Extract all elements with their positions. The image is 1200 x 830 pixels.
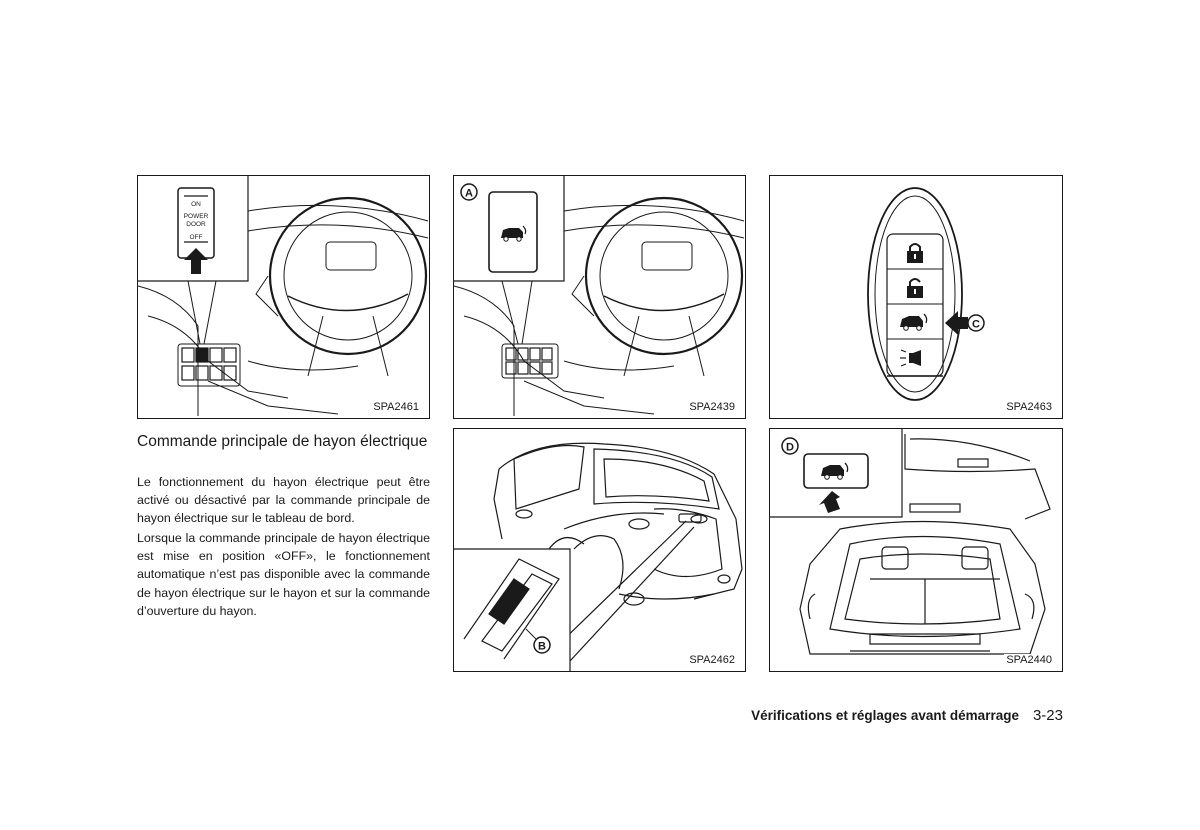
figure-liftgate-open: D SPA2440 — [769, 428, 1063, 672]
liftgate-icon — [900, 313, 928, 331]
diagonal-arrow-icon — [819, 491, 840, 513]
open-liftgate-illustration: D — [770, 429, 1051, 655]
paragraph-2: Lorsque la commande principale de hayon … — [137, 531, 430, 618]
figure-code: SPA2463 — [1004, 401, 1054, 413]
switch-label-name-1: POWER — [184, 213, 209, 220]
vehicle-rear-illustration: B — [454, 442, 743, 671]
figure-power-door-switch: ON POWER DOOR OFF SPA2461 — [137, 175, 430, 419]
key-fob-illustration: C — [867, 187, 985, 401]
paragraph-1: Le fonctionnement du hayon électrique pe… — [137, 475, 430, 526]
page-number: 3-23 — [1032, 707, 1063, 724]
figure-switch-location: A SPA2439 — [453, 175, 746, 419]
figure-code: SPA2439 — [687, 401, 737, 413]
liftgate-icon — [501, 225, 527, 242]
liftgate-icon — [821, 462, 849, 480]
unlock-icon — [907, 278, 923, 298]
panic-horn-icon — [900, 349, 921, 367]
figure-code: SPA2462 — [687, 654, 737, 666]
page-footer: Vérifications et réglages avant démarrag… — [751, 707, 1063, 724]
left-arrow-icon — [945, 311, 968, 335]
callout-d: D — [786, 442, 794, 454]
callout-c: C — [972, 319, 980, 331]
figure-code: SPA2461 — [371, 401, 421, 413]
figure-key-fob: C SPA2463 — [769, 175, 1063, 419]
section-heading: Commande principale de hayon électrique — [137, 433, 428, 450]
switch-label-off: OFF — [190, 234, 203, 241]
dashboard-illustration: A — [454, 176, 745, 416]
figure-code: SPA2440 — [1004, 654, 1054, 666]
up-arrow-icon — [184, 248, 208, 274]
footer-section-title: Vérifications et réglages avant démarrag… — [751, 708, 1019, 723]
figure-liftgate-switch: B SPA2462 — [453, 428, 746, 672]
switch-label-on: ON — [191, 201, 201, 208]
callout-a: A — [465, 188, 473, 200]
dashboard-illustration: ON POWER DOOR OFF — [138, 176, 429, 416]
callout-b: B — [538, 641, 546, 653]
lock-icon — [907, 243, 923, 263]
switch-label-name-2: DOOR — [186, 221, 206, 228]
